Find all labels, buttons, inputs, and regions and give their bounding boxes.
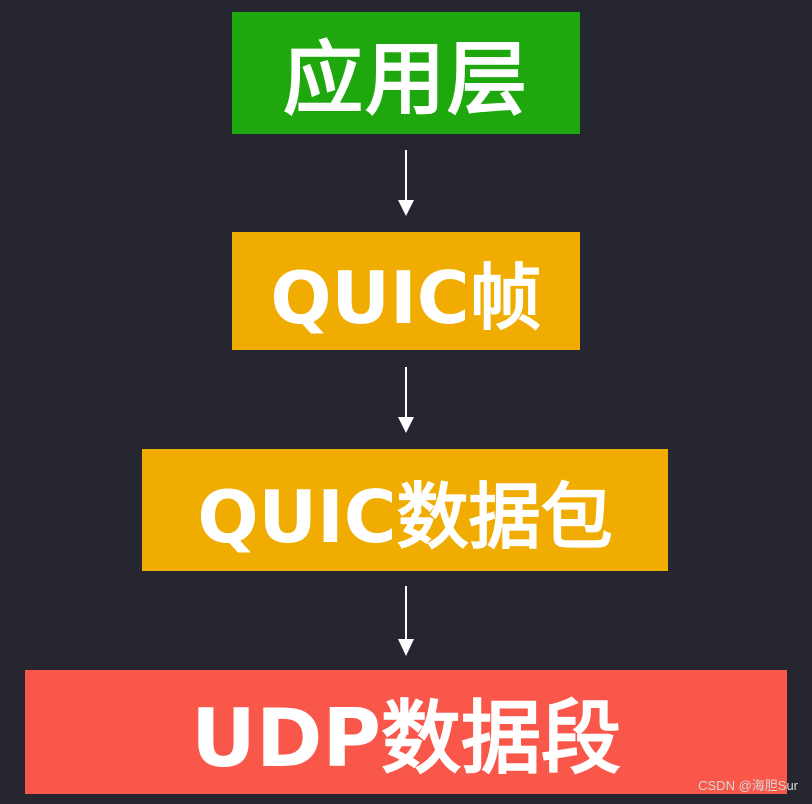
layer-quic-packet-label: QUIC数据包 <box>197 474 613 559</box>
layer-quic-packet-box: QUIC数据包 <box>142 449 668 571</box>
layer-udp-segment-label: UDP数据段 <box>191 692 621 785</box>
layer-udp-segment-box: UDP数据段 <box>25 670 787 794</box>
layer-application-box: 应用层 <box>232 12 580 134</box>
arrow-down-icon <box>396 150 416 216</box>
arrow-down-icon <box>396 367 416 433</box>
watermark-text: CSDN @海胆Sur <box>698 778 798 793</box>
arrow-down-icon <box>396 586 416 656</box>
layer-quic-frame-label: QUIC帧 <box>270 255 542 340</box>
layer-application-label: 应用层 <box>283 33 529 126</box>
layer-quic-frame-box: QUIC帧 <box>232 232 580 350</box>
